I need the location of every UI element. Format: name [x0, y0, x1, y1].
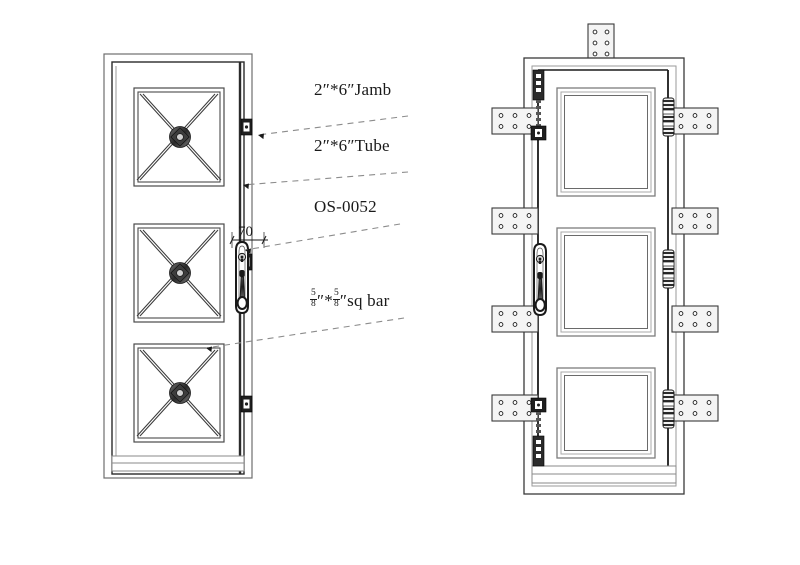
hinge-barrel-top [662, 97, 675, 137]
leader-lockset [244, 223, 401, 251]
anchor-plate-left-upper [491, 107, 539, 135]
panel-middle [556, 227, 656, 337]
exterior-elevation-view [103, 53, 409, 479]
kick-plate [111, 455, 245, 472]
panel-center-boss [169, 262, 191, 284]
anchor-plate-top [587, 23, 615, 63]
square-bar-fraction-2: 5 8 [332, 288, 340, 309]
door-handle [235, 240, 249, 315]
hinge-top [240, 118, 253, 136]
leader-tube [242, 171, 409, 186]
anchor-plate-left-lower [491, 207, 539, 235]
leader-arrowheads [206, 133, 264, 353]
tube-label: 2″*6″Tube [314, 136, 390, 155]
lockset-label: OS-0052 [314, 197, 377, 216]
arrow-lockset [245, 248, 251, 255]
door-handle [533, 242, 547, 317]
panel-bottom [133, 343, 225, 443]
square-bar-fraction-1: 5 8 [310, 288, 317, 309]
anchor-plate-right-upper [671, 107, 719, 135]
kick-plate [531, 465, 677, 484]
square-bar-operator: * [324, 291, 333, 311]
panel-top [133, 87, 225, 187]
square-bar-unit-1: ″ [316, 291, 325, 311]
flush-bolt-bottom [530, 397, 547, 467]
panel-center-boss [169, 126, 191, 148]
anchor-plate-right-mid [671, 305, 719, 333]
jamb-label: 2″*6″Jamb [314, 80, 392, 99]
interior-elevation-view [491, 23, 719, 495]
handle-height-dimension [229, 232, 268, 248]
hinge-barrel-middle [662, 249, 675, 289]
square-bar-label: 5 8 ″* 5 8 ″sq bar [310, 288, 390, 311]
handle-height-dimension-value: 70 [238, 224, 253, 240]
square-bar-suffix: sq bar [347, 291, 390, 311]
leader-jamb [257, 115, 409, 136]
hinge-barrel-bottom [662, 389, 675, 429]
panel-center-boss [169, 382, 191, 404]
anchor-plate-left-mid [491, 305, 539, 333]
leader-square-bar [205, 317, 405, 349]
anchor-plate-right-bottom [671, 394, 719, 422]
hinge-bottom [240, 395, 253, 413]
arrow-jamb [258, 133, 264, 140]
flush-bolt-top [530, 69, 547, 141]
arrow-tube [243, 183, 249, 190]
square-bar-unit-2: ″ [339, 291, 348, 311]
leader-lines [205, 115, 409, 349]
anchor-plate-right-lower [671, 207, 719, 235]
panel-top [556, 87, 656, 197]
arrow-square-bar [206, 346, 212, 353]
panel-middle [133, 223, 225, 323]
panel-bottom [556, 367, 656, 459]
